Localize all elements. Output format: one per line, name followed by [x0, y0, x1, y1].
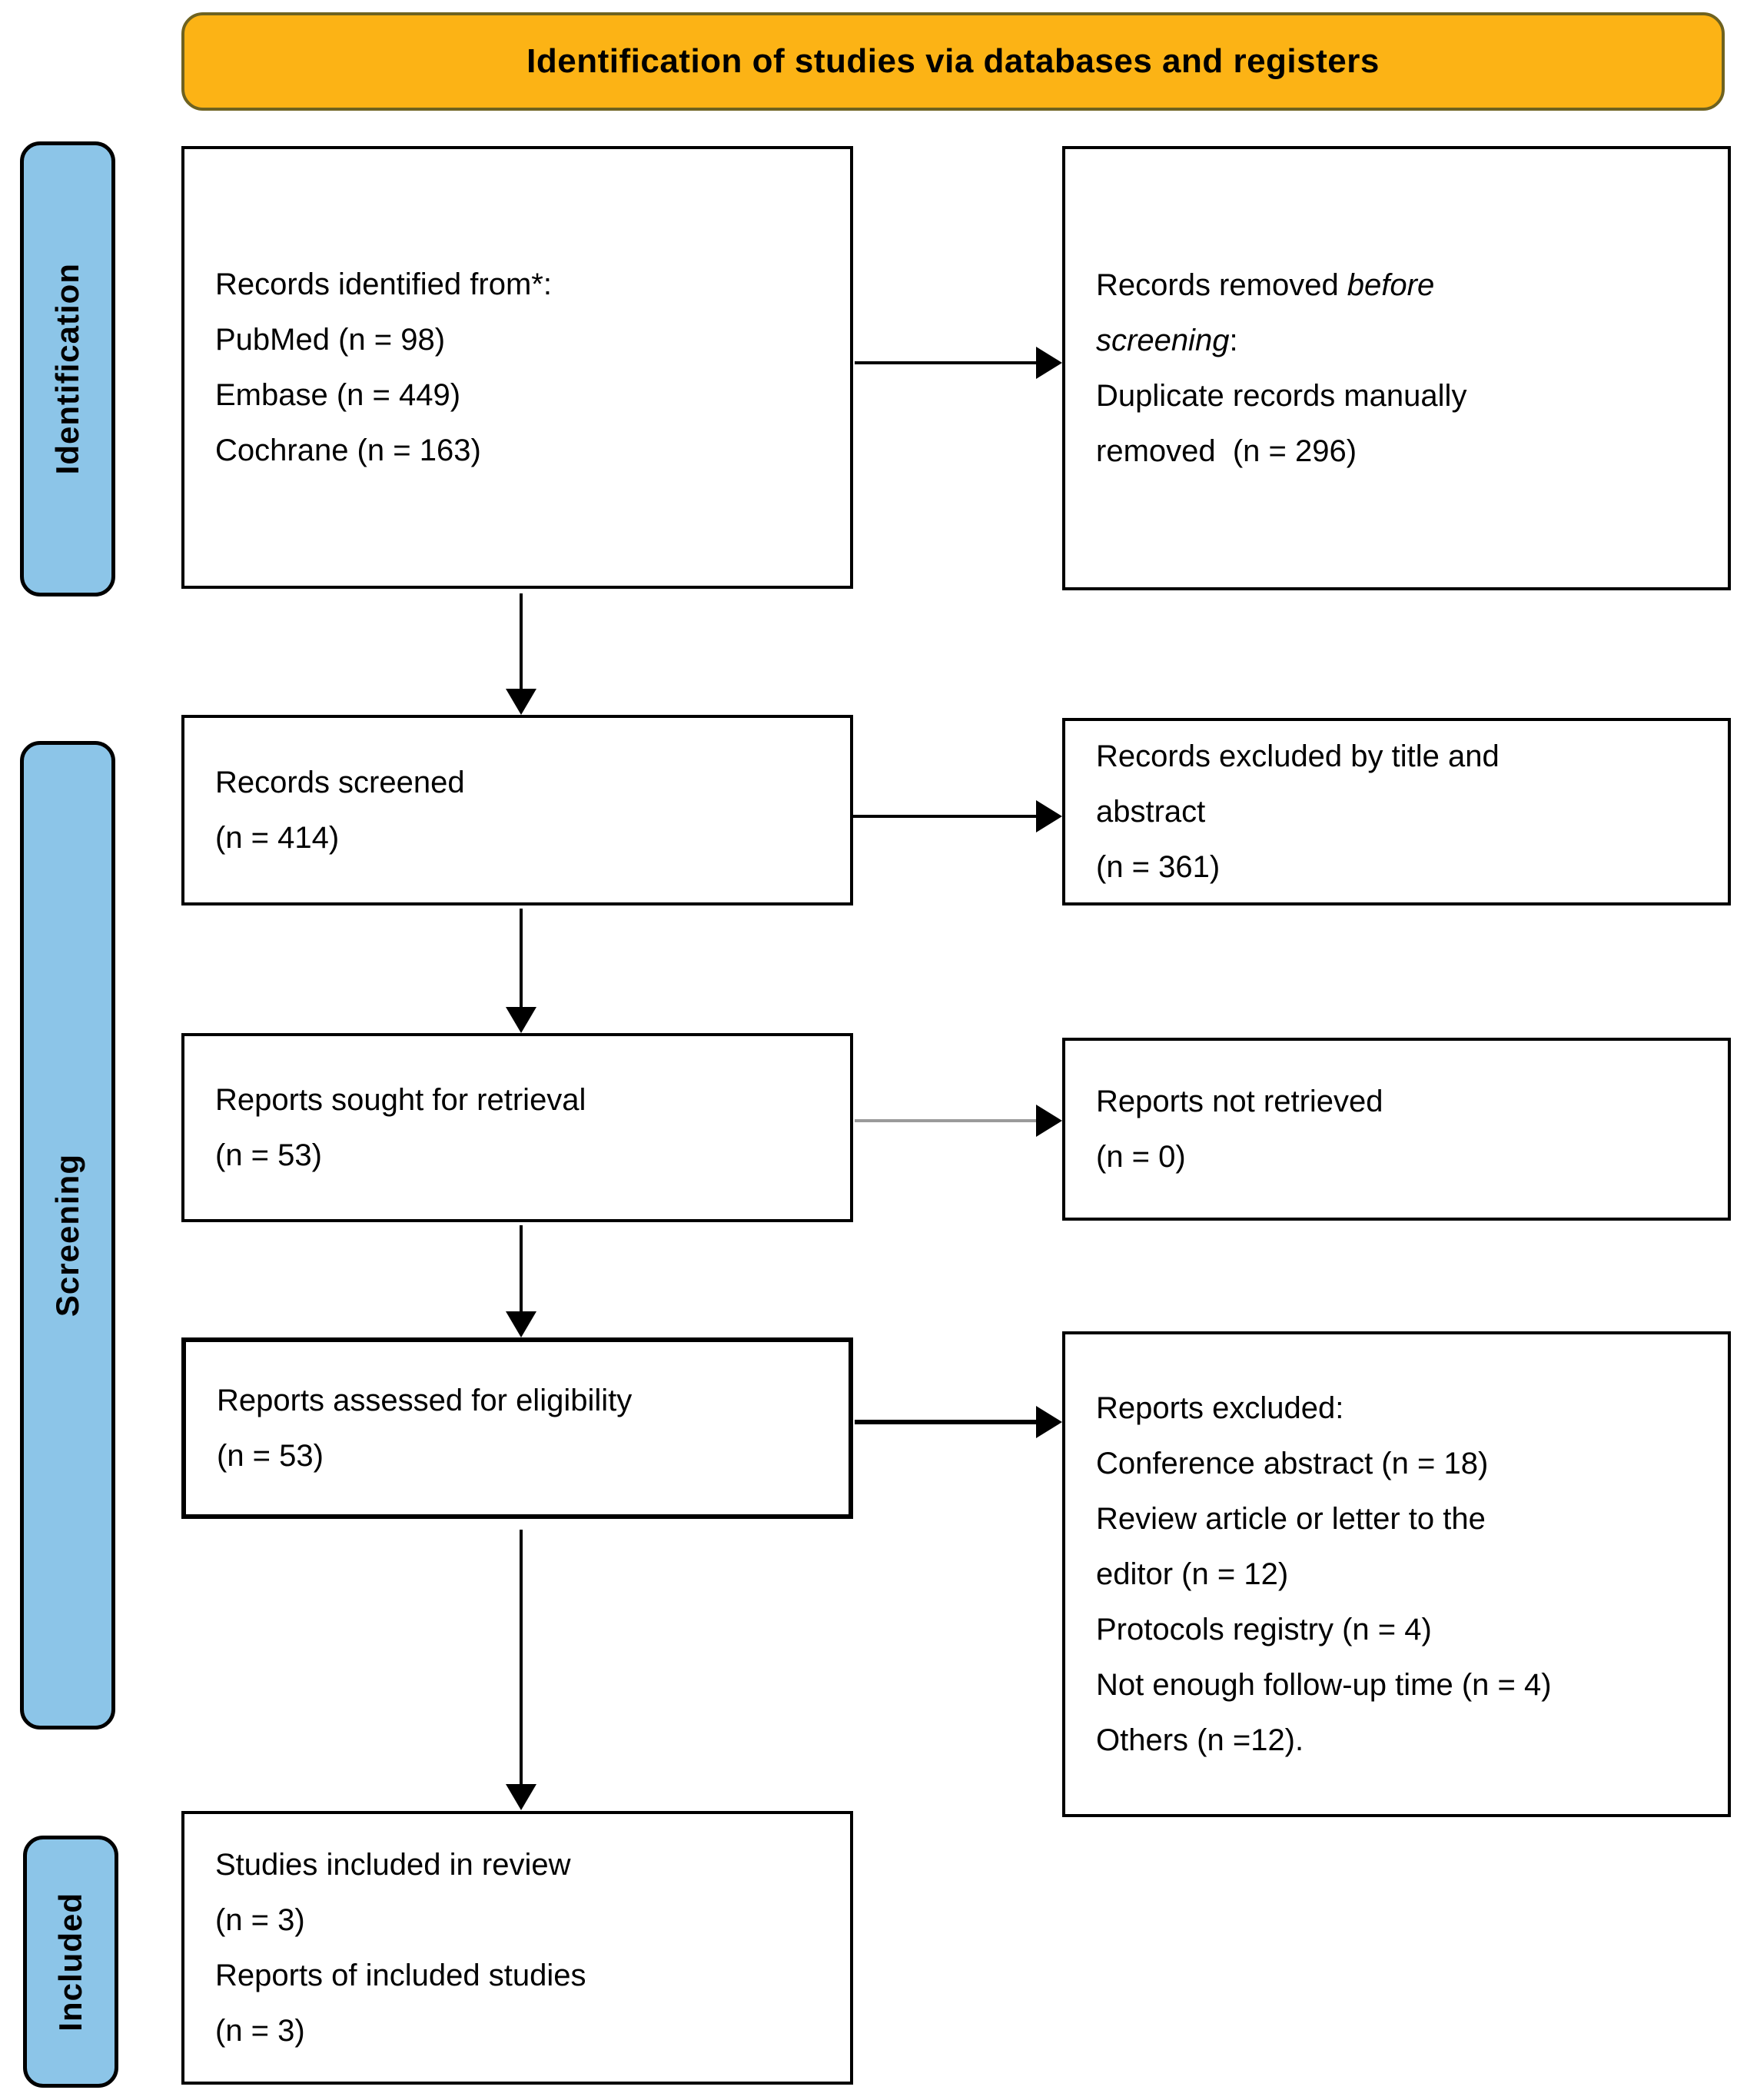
box-reports-not-retrieved: Reports not retrieved (n = 0) [1062, 1038, 1731, 1221]
text-line: Review article or letter to the [1096, 1502, 1486, 1536]
box-records-excluded: Records excluded by title and abstract (… [1062, 718, 1731, 905]
text-line: (n = 3) [215, 2014, 305, 2048]
text-segment: Records removed [1096, 268, 1347, 302]
text-line: abstract [1096, 795, 1206, 829]
arrow-head [1036, 1406, 1062, 1438]
box-records-screened: Records screened (n = 414) [181, 715, 853, 905]
text-line: (n = 361) [1096, 850, 1221, 884]
text-line: Records removed before [1096, 258, 1709, 313]
text-line: Records identified from*: [215, 267, 552, 301]
text-line: Not enough follow-up time (n = 4) [1096, 1668, 1552, 1702]
arrow-down-screened-to-sought [506, 909, 536, 1033]
phase-label-identification: Identification [20, 141, 115, 596]
box-studies-included: Studies included in review (n = 3) Repor… [181, 1811, 853, 2085]
arrow-right-sought-to-not-retrieved [855, 1104, 1062, 1138]
arrow-down-assessed-to-included [506, 1530, 536, 1810]
text-segment-italic: before [1347, 268, 1435, 302]
arrow-shaft [520, 1530, 523, 1786]
text-line: Conference abstract (n = 18) [1096, 1447, 1489, 1480]
text-line: PubMed (n = 98) [215, 323, 446, 357]
title-banner: Identification of studies via databases … [181, 12, 1725, 111]
box-reports-sought: Reports sought for retrieval (n = 53) [181, 1033, 853, 1222]
arrow-shaft [850, 815, 1038, 818]
text-line: (n = 0) [1096, 1140, 1186, 1174]
arrow-shaft [855, 1420, 1038, 1424]
arrow-head [506, 1784, 536, 1810]
text-line: Reports of included studies [215, 1959, 586, 1992]
phase-label-included: Included [23, 1836, 118, 2088]
text-line: editor (n = 12) [1096, 1557, 1289, 1591]
text-line: screening: [1096, 313, 1709, 368]
text-line: Others (n =12). [1096, 1723, 1304, 1757]
text-line: Duplicate records manually [1096, 379, 1467, 413]
text-line: Records excluded by title and [1096, 739, 1500, 773]
text-line: Protocols registry (n = 4) [1096, 1613, 1432, 1646]
text-line: Reports excluded: [1096, 1391, 1344, 1425]
text-line: Records screened [215, 766, 465, 799]
phase-label-identification-text: Identification [49, 263, 85, 475]
text-segment: : [1229, 324, 1238, 357]
arrow-down-identified-to-screened [506, 593, 536, 715]
arrow-shaft [520, 909, 523, 1008]
text-segment-italic: screening [1096, 324, 1230, 357]
text-line: Reports assessed for eligibility [217, 1384, 633, 1417]
arrow-right-screened-to-excluded [850, 799, 1062, 833]
arrow-shaft [855, 1119, 1038, 1122]
arrow-head [506, 689, 536, 715]
text-line: Cochrane (n = 163) [215, 434, 481, 467]
phase-label-screening-text: Screening [49, 1153, 85, 1317]
text-line: (n = 414) [215, 821, 340, 855]
arrow-right-identified-to-removed [855, 346, 1062, 380]
text-line: Reports sought for retrieval [215, 1083, 586, 1117]
arrow-head [506, 1007, 536, 1033]
arrow-head [1036, 1105, 1062, 1137]
text-line: removed (n = 296) [1096, 434, 1357, 468]
text-line: Studies included in review [215, 1848, 571, 1882]
phase-label-included-text: Included [52, 1892, 88, 2032]
text-line: (n = 53) [215, 1138, 322, 1172]
box-records-identified: Records identified from*: PubMed (n = 98… [181, 146, 853, 589]
phase-label-screening: Screening [20, 741, 115, 1730]
arrow-head [1036, 800, 1062, 832]
arrow-down-sought-to-assessed [506, 1225, 536, 1337]
arrow-head [506, 1311, 536, 1337]
box-records-removed: Records removed before screening: Duplic… [1062, 146, 1731, 590]
text-line: Reports not retrieved [1096, 1085, 1383, 1118]
arrow-shaft [520, 1225, 523, 1313]
text-line: Embase (n = 449) [215, 378, 461, 412]
box-reports-assessed: Reports assessed for eligibility (n = 53… [181, 1337, 853, 1519]
box-reports-excluded: Reports excluded: Conference abstract (n… [1062, 1331, 1731, 1817]
text-line: (n = 3) [215, 1903, 305, 1937]
banner-title: Identification of studies via databases … [526, 42, 1380, 80]
arrow-shaft [520, 593, 523, 690]
arrow-right-assessed-to-excluded [855, 1405, 1062, 1439]
arrow-shaft [855, 361, 1038, 364]
arrow-head [1036, 347, 1062, 379]
text-line: (n = 53) [217, 1439, 324, 1473]
